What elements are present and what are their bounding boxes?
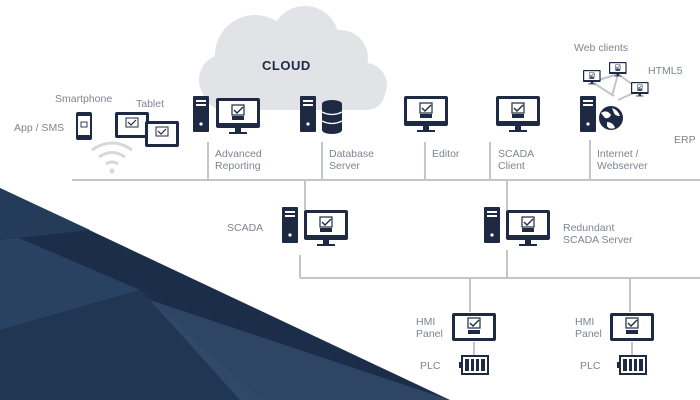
internet-webserver-label: Internet / Webserver (597, 148, 648, 172)
database-icon (321, 100, 343, 134)
cloud-title: CLOUD (262, 58, 311, 73)
plc-label-1: PLC (420, 360, 441, 372)
smartphone-label: Smartphone (55, 93, 113, 105)
background-bands (0, 188, 450, 400)
cloud-icon (199, 6, 387, 110)
tablet-label: Tablet (136, 98, 165, 110)
hmi-panel-icon (610, 313, 654, 341)
redundant-scada-server (484, 207, 551, 247)
hmi-panel-icon (452, 313, 496, 341)
wifi-icon (91, 141, 133, 174)
plc-label-2: PLC (580, 360, 601, 372)
scada-client-computer (495, 95, 541, 133)
plc-icon (458, 355, 489, 375)
globe-icon (599, 106, 623, 130)
redundant-scada-label: Redundant SCADA Server (563, 222, 633, 246)
database-server-label: Database Server (329, 148, 374, 172)
erp-label: ERP (674, 134, 696, 146)
network-lines (72, 73, 700, 355)
editor-computer (403, 95, 449, 133)
scada-server (282, 207, 349, 247)
app-sms-label: App / SMS (14, 122, 65, 134)
smartphone-icon (76, 112, 92, 140)
scada-client-label: SCADA Client (498, 148, 535, 172)
hmi-panel-label-2: HMI Panel (575, 316, 602, 340)
scada-label: SCADA (227, 222, 264, 234)
advanced-reporting-computer (193, 96, 261, 135)
webserver-computer (580, 96, 623, 132)
hmi-panel-label-1: HMI Panel (416, 316, 443, 340)
editor-label: Editor (432, 148, 460, 160)
advanced-reporting-label: Advanced Reporting (215, 148, 262, 172)
plc-icon (616, 355, 647, 375)
tablet-icon (115, 112, 179, 147)
html5-label: HTML5 (648, 65, 683, 77)
database-server (300, 96, 343, 134)
web-clients-label: Web clients (574, 42, 629, 54)
